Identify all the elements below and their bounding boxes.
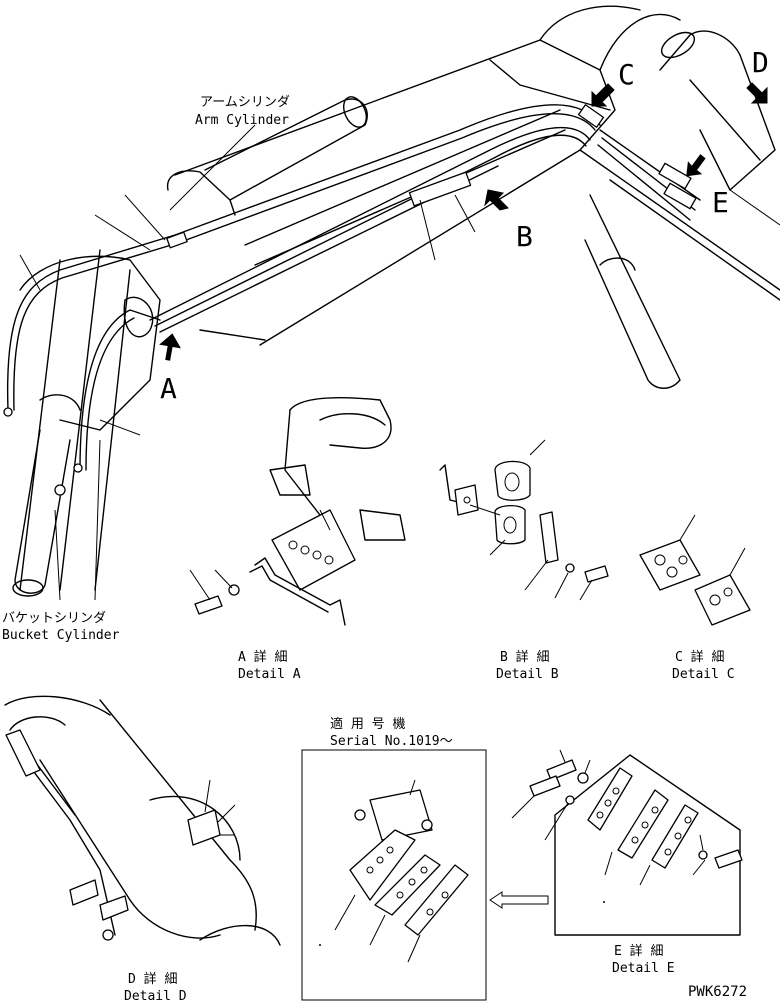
drawing-number: PWK6272: [688, 984, 747, 1000]
leader-lines: [19, 124, 780, 601]
detail-c-jp-label: C 詳 細: [675, 649, 724, 665]
ref-d-label: D: [752, 46, 769, 79]
detail-b-jp-label: B 詳 細: [500, 649, 549, 665]
arm-cylinder-en-label: Arm Cylinder: [195, 113, 289, 128]
ref-a-label: A: [160, 372, 177, 405]
arrow-e-icon: [686, 154, 706, 177]
bucket-cylinder-en-label: Bucket Cylinder: [2, 628, 120, 643]
bucket-link: [19, 249, 161, 591]
ref-arrows: [159, 82, 768, 361]
serial-jp-label: 適 用 号 機: [330, 716, 405, 732]
arrow-c-icon: [591, 83, 615, 107]
clamps: [3, 104, 697, 496]
arrow-d-icon: [746, 82, 768, 104]
lower-cylinder: [584, 194, 681, 389]
ref-e-label: E: [712, 186, 729, 219]
detail-a-en-label: Detail A: [238, 667, 301, 682]
detail-d: D 詳 細 Detail D: [4, 695, 281, 1003]
detail-d-jp-label: D 詳 細: [128, 971, 177, 987]
ref-b-label: B: [516, 220, 533, 253]
detail-c-en-label: Detail C: [672, 667, 735, 682]
serial-no-box: 適 用 号 機 Serial No.1019～: [301, 716, 487, 1001]
detail-e-en-label: Detail E: [612, 961, 675, 976]
ref-c-label: C: [618, 58, 635, 91]
arrow-left-icon: [489, 891, 549, 909]
arrow-a-icon: [159, 333, 181, 361]
detail-e: E 詳 細 Detail E: [511, 749, 743, 976]
detail-d-en-label: Detail D: [124, 989, 187, 1003]
detail-e-jp-label: E 詳 細: [614, 943, 663, 959]
detail-c: C 詳 細 Detail C: [639, 514, 751, 682]
arm-cylinder: [166, 96, 368, 216]
detail-b-en-label: Detail B: [496, 667, 559, 682]
detail-a: A 詳 細 Detail A: [189, 396, 406, 682]
serial-en-label: Serial No.1019～: [330, 734, 453, 749]
detail-b: B 詳 細 Detail B: [439, 439, 609, 682]
arrow-b-icon: [484, 189, 509, 211]
main-assembly: アームシリンダ Arm Cylinder バケットシリンダ Bucket Cyl…: [2, 5, 780, 643]
detail-a-jp-label: A 詳 細: [238, 649, 287, 665]
arm-cylinder-jp-label: アームシリンダ: [200, 95, 290, 110]
bucket-cylinder-jp-label: バケットシリンダ: [2, 611, 106, 626]
bucket-cylinder: [12, 429, 71, 597]
